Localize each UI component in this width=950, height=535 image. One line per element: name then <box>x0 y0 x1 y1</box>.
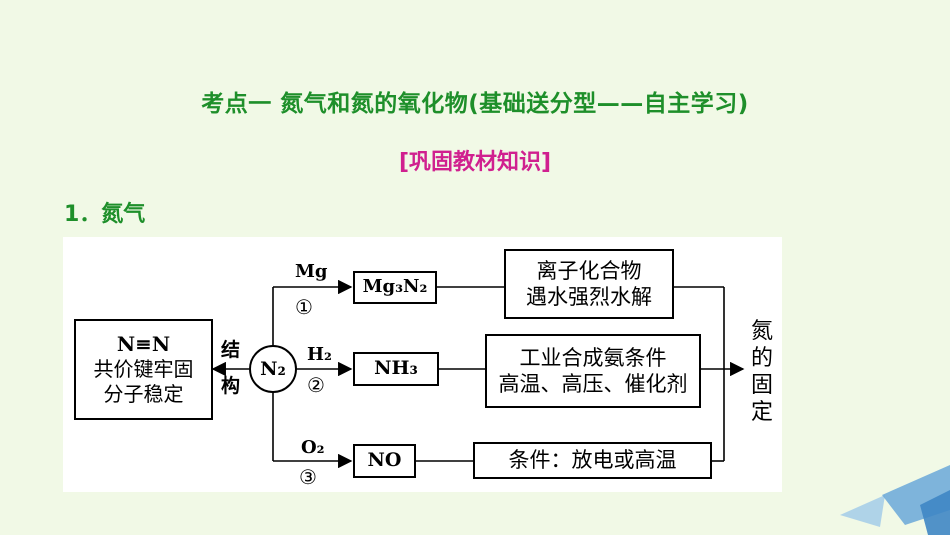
structure-line-3: 分子稳定 <box>103 382 184 406</box>
step-number-2: ② <box>307 373 325 397</box>
note-nh3-line-2: 高温、高压、催化剂 <box>498 372 688 396</box>
structure-line-1: N≡N <box>116 332 171 356</box>
product-nh3: NH₃ <box>353 352 439 386</box>
corner-decoration <box>840 465 950 535</box>
note-nh3-line-1: 工业合成氨条件 <box>519 345 667 370</box>
structure-label-2: 构 <box>221 375 241 397</box>
page-title: 考点一 氮气和氮的氧化物(基础送分型——自主学习) <box>201 91 749 117</box>
note-mg3n2-line-2: 遇水强烈水解 <box>526 285 652 309</box>
product-no: NO <box>353 444 416 478</box>
note-no-line-1: 条件：放电或高温 <box>508 448 677 473</box>
result-char-2: 的 <box>751 346 774 371</box>
n2-node: N₂ <box>249 345 297 393</box>
step-number-3: ③ <box>299 465 317 489</box>
step-number-1: ① <box>295 295 313 319</box>
reagent-h2: H₂ <box>307 344 332 365</box>
reagent-o2: O₂ <box>301 437 325 458</box>
result-char-4: 定 <box>751 400 774 425</box>
reagent-mg: Mg <box>295 261 328 282</box>
structure-box: N≡N 共价键牢固 分子稳定 <box>74 319 213 420</box>
diagram-connectors <box>211 279 745 469</box>
note-mg3n2: 离子化合物 遇水强烈水解 <box>504 249 674 319</box>
section-heading: 1．氮气 <box>64 202 146 227</box>
result-char-1: 氮 <box>751 319 774 344</box>
section-subtitle: [巩固教材知识] <box>398 150 552 175</box>
nitrogen-diagram: N≡N 共价键牢固 分子稳定 结 构 N₂ Mg ① H₂ ② O₂ ③ Mg₃… <box>63 237 782 492</box>
note-no: 条件：放电或高温 <box>473 442 712 479</box>
note-mg3n2-line-1: 离子化合物 <box>536 258 642 283</box>
structure-label-1: 结 <box>221 339 241 361</box>
structure-line-2: 共价键牢固 <box>93 357 194 381</box>
product-mg3n2: Mg₃N₂ <box>353 271 437 304</box>
note-nh3: 工业合成氨条件 高温、高压、催化剂 <box>485 334 701 408</box>
result-char-3: 固 <box>751 373 774 398</box>
